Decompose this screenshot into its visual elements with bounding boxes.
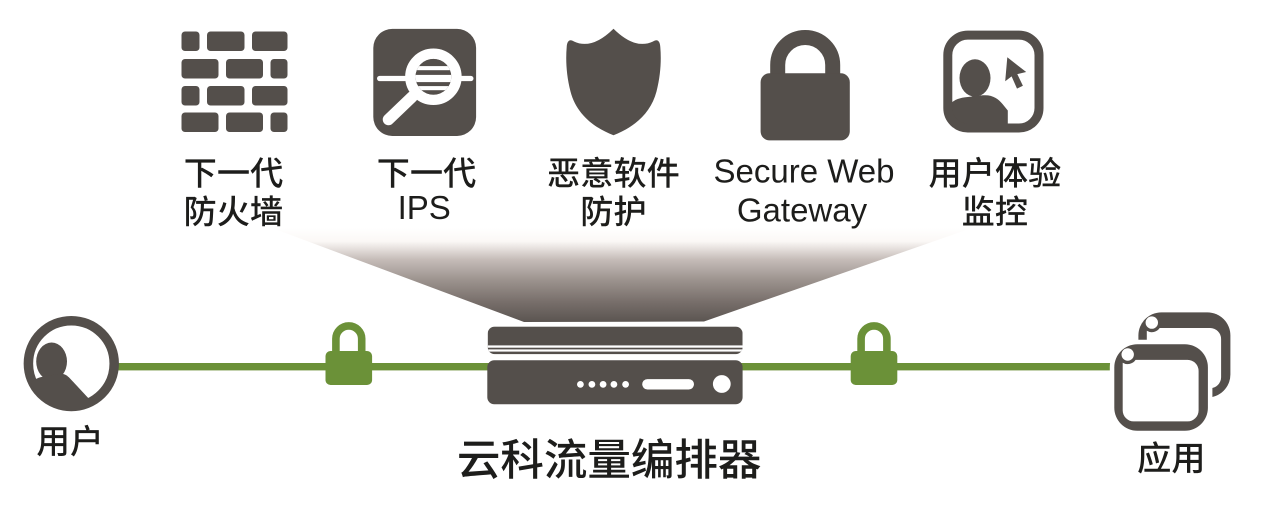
svg-text:Gateway: Gateway — [737, 192, 868, 229]
svg-text:IPS: IPS — [398, 189, 451, 226]
svg-text:Secure Web: Secure Web — [714, 153, 895, 190]
